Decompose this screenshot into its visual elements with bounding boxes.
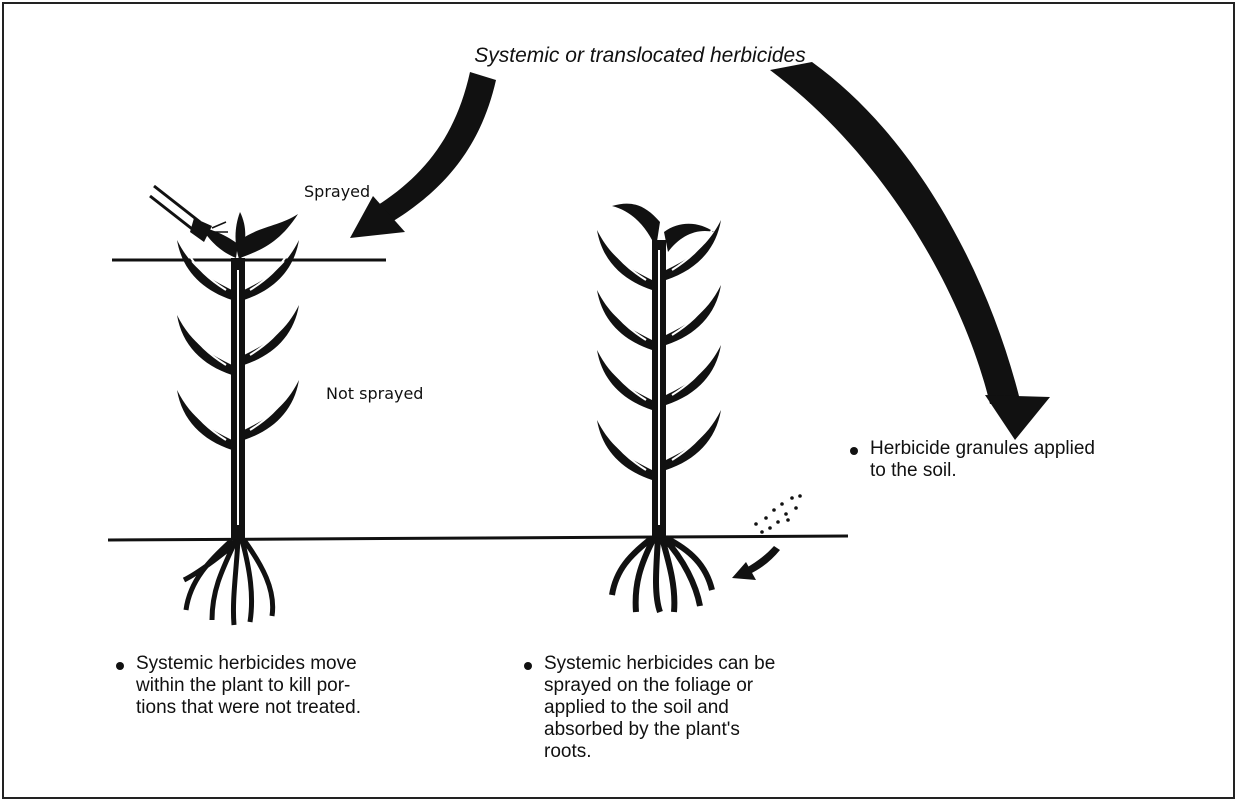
bullet-icon (524, 662, 532, 670)
bullet-icon (116, 662, 124, 670)
diagram-title: Systemic or translocated herbicides (300, 44, 980, 68)
note-line: tions that were not treated. (136, 697, 446, 719)
corn-plant-icon (597, 204, 721, 612)
small-arrow-to-roots-icon (732, 546, 780, 580)
note-line: Systemic herbicides move (136, 653, 446, 675)
granules-icon (754, 494, 802, 534)
arrow-to-foliage-icon (350, 72, 496, 238)
corn-plant-icon (177, 212, 299, 625)
note-systemic-movement: Systemic herbicides move within the plan… (116, 653, 446, 719)
bullet-icon (850, 447, 858, 455)
note-line: sprayed on the foliage or (544, 675, 884, 697)
note-line: within the plant to kill por- (136, 675, 446, 697)
not-sprayed-label: Not sprayed (326, 384, 423, 403)
note-line: absorbed by the plant's (544, 719, 884, 741)
note-application-methods: Systemic herbicides can be sprayed on th… (524, 653, 884, 763)
arrow-to-soil-icon (770, 62, 1050, 440)
sprayed-label: Sprayed (304, 182, 370, 201)
note-line: Systemic herbicides can be (544, 653, 884, 675)
note-line: Herbicide granules applied (870, 438, 1210, 460)
note-line: to the soil. (870, 460, 1210, 482)
note-granules: Herbicide granules applied to the soil. (850, 438, 1210, 482)
note-line: applied to the soil and (544, 697, 884, 719)
note-line: roots. (544, 741, 884, 763)
soil-line (108, 536, 848, 540)
